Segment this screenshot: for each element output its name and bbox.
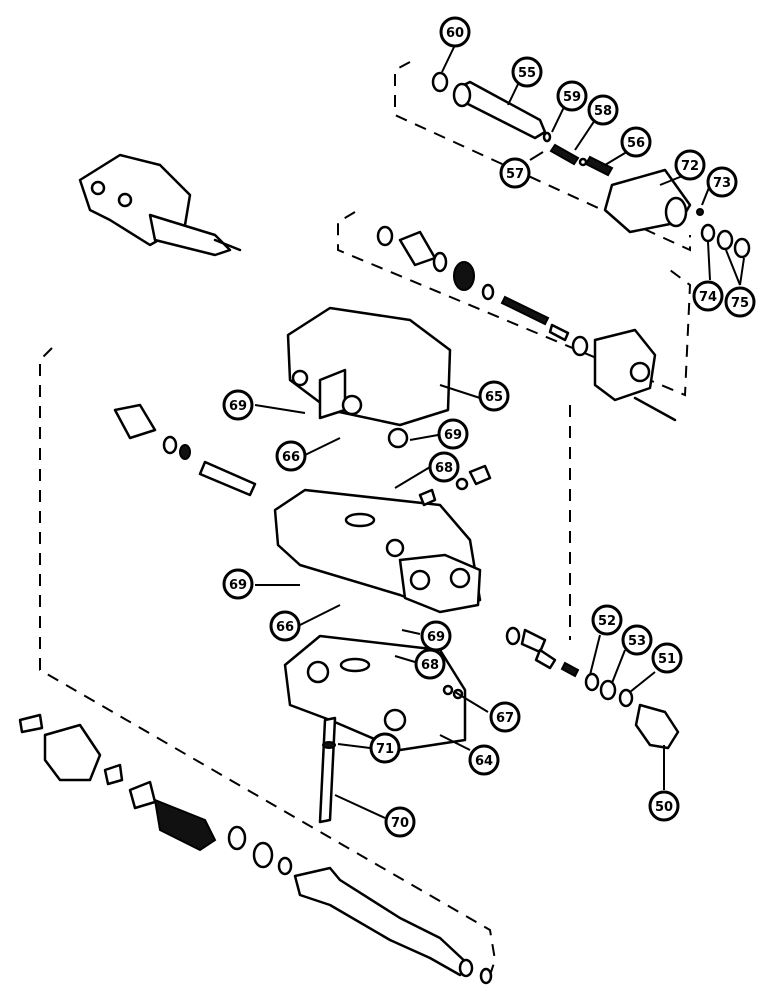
svg-text:68: 68 bbox=[421, 658, 439, 673]
callout-52[interactable]: 52 bbox=[591, 604, 623, 636]
callout-50[interactable]: 50 bbox=[648, 790, 680, 822]
callout-70[interactable]: 70 bbox=[384, 806, 416, 838]
svg-text:51: 51 bbox=[658, 652, 676, 667]
callout-69-b[interactable]: 69 bbox=[437, 418, 469, 450]
left-small-parts bbox=[113, 403, 492, 507]
middle-group-outline bbox=[337, 211, 692, 397]
lower-group-outline bbox=[39, 347, 571, 976]
right-small-parts bbox=[505, 626, 680, 750]
svg-text:57: 57 bbox=[506, 167, 524, 182]
callout-74[interactable]: 74 bbox=[692, 280, 724, 312]
svg-text:69: 69 bbox=[427, 630, 445, 645]
callout-69-a[interactable]: 69 bbox=[222, 389, 254, 421]
middle-group-parts bbox=[286, 225, 677, 427]
callout-64[interactable]: 64 bbox=[468, 744, 500, 776]
callout-55[interactable]: 55 bbox=[511, 56, 543, 88]
svg-text:70: 70 bbox=[391, 816, 409, 831]
svg-text:66: 66 bbox=[276, 620, 294, 635]
reference-assembly-thumbnail bbox=[78, 153, 242, 257]
svg-text:75: 75 bbox=[731, 296, 749, 311]
svg-text:66: 66 bbox=[282, 450, 300, 465]
valve-body bbox=[273, 488, 482, 614]
svg-text:72: 72 bbox=[681, 159, 699, 174]
callout-58[interactable]: 58 bbox=[587, 94, 619, 126]
svg-text:68: 68 bbox=[435, 461, 453, 476]
svg-text:52: 52 bbox=[598, 614, 616, 629]
svg-text:50: 50 bbox=[655, 800, 673, 815]
callout-69-c[interactable]: 69 bbox=[222, 568, 254, 600]
svg-text:69: 69 bbox=[229, 578, 247, 593]
svg-text:53: 53 bbox=[628, 634, 646, 649]
callout-56[interactable]: 56 bbox=[620, 126, 652, 158]
callout-66-a[interactable]: 66 bbox=[275, 440, 307, 472]
callout-71[interactable]: 71 bbox=[369, 732, 401, 764]
callout-53[interactable]: 53 bbox=[621, 624, 653, 656]
callout-57[interactable]: 57 bbox=[499, 157, 531, 189]
callouts: 60 55 59 58 57 56 72 73 74 75 65 69 66 6… bbox=[222, 16, 756, 838]
svg-text:73: 73 bbox=[713, 176, 731, 191]
callout-73[interactable]: 73 bbox=[706, 166, 738, 198]
callout-51[interactable]: 51 bbox=[651, 642, 683, 674]
svg-text:67: 67 bbox=[496, 711, 514, 726]
callout-69-d[interactable]: 69 bbox=[420, 620, 452, 652]
svg-text:59: 59 bbox=[563, 90, 581, 105]
leader-lines bbox=[254, 44, 745, 819]
callout-67[interactable]: 67 bbox=[489, 701, 521, 733]
svg-text:69: 69 bbox=[229, 399, 247, 414]
upper-group-parts bbox=[431, 71, 751, 259]
callout-75[interactable]: 75 bbox=[724, 286, 756, 318]
svg-text:55: 55 bbox=[518, 66, 536, 81]
callout-60[interactable]: 60 bbox=[439, 16, 471, 48]
spool-assembly bbox=[18, 713, 493, 985]
svg-text:56: 56 bbox=[627, 136, 645, 151]
callout-66-b[interactable]: 66 bbox=[269, 610, 301, 642]
callout-65[interactable]: 65 bbox=[478, 380, 510, 412]
upper-group-outline bbox=[394, 61, 691, 252]
svg-text:65: 65 bbox=[485, 390, 503, 405]
svg-text:69: 69 bbox=[444, 428, 462, 443]
svg-text:60: 60 bbox=[446, 26, 464, 41]
svg-text:58: 58 bbox=[594, 104, 612, 119]
svg-text:64: 64 bbox=[475, 754, 493, 769]
svg-text:71: 71 bbox=[376, 742, 394, 757]
callout-68-a[interactable]: 68 bbox=[428, 451, 460, 483]
svg-text:74: 74 bbox=[699, 290, 717, 305]
callout-59[interactable]: 59 bbox=[556, 80, 588, 112]
callout-72[interactable]: 72 bbox=[674, 149, 706, 181]
callout-68-b[interactable]: 68 bbox=[414, 648, 446, 680]
